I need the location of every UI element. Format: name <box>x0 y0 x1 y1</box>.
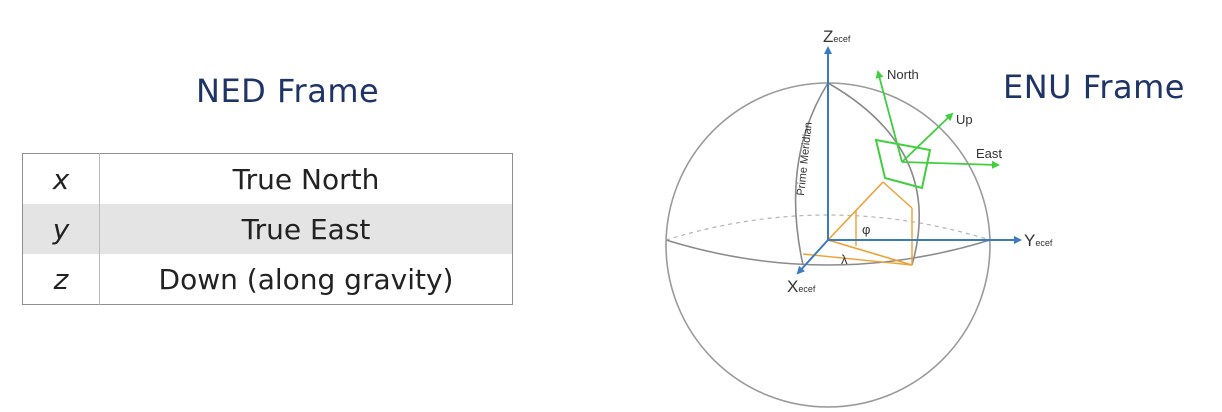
axis-cell: z <box>22 254 100 305</box>
surface-point-line <box>882 181 913 209</box>
table-row: y True East <box>22 204 513 254</box>
table-row: z Down (along gravity) <box>22 254 513 305</box>
north-label: North <box>887 67 919 82</box>
local-meridian-arc <box>827 82 920 266</box>
table-row: x True North <box>22 153 513 204</box>
east-vector <box>901 160 1000 169</box>
description-cell: True North <box>232 162 380 196</box>
enu-tangent-plane <box>874 138 932 190</box>
east-label: East <box>976 146 1002 161</box>
prime-meridian-label: Prime Meridian <box>795 121 815 196</box>
z-ecef-label: Zecef <box>823 27 851 46</box>
up-vector <box>901 112 954 163</box>
description-cell: Down (along gravity) <box>158 262 454 296</box>
longitude-line <box>827 239 913 266</box>
y-ecef-label: Yecef <box>1024 231 1053 250</box>
up-label: Up <box>956 112 973 127</box>
latitude-phi-label: φ <box>862 222 870 237</box>
longitude-lambda-label: λ <box>841 252 848 267</box>
equator-chord-line <box>802 253 913 266</box>
axis-cell: y <box>22 204 100 254</box>
prime-meridian-arc <box>794 82 829 266</box>
x-ecef-label: Xecef <box>787 277 816 296</box>
description-cell: True East <box>99 204 513 254</box>
enu-frame-title: ENU Frame <box>1003 68 1185 106</box>
axis-cell: x <box>22 153 100 204</box>
equator-front <box>665 239 991 266</box>
ned-frame-title: NED Frame <box>196 72 380 110</box>
x-ecef-axis <box>796 239 829 275</box>
north-vector <box>875 70 903 163</box>
ecef-globe-diagram: Zecef Yecef Xecef North Up East Prime Me… <box>665 27 1053 408</box>
ned-frame-table: x True North y True East z Down (along g… <box>22 153 513 305</box>
